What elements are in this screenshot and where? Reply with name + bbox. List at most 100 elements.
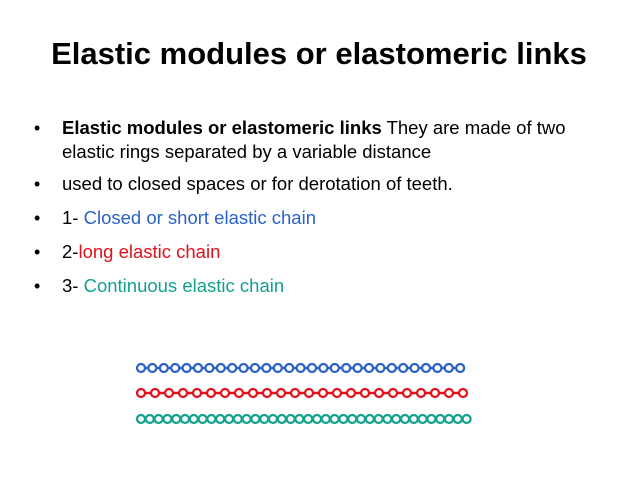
chain-ring xyxy=(387,387,399,399)
bullet-dot: • xyxy=(34,276,41,296)
chain-ring xyxy=(135,413,147,425)
chain-ring xyxy=(338,413,349,425)
chain-ring xyxy=(177,387,189,399)
chain-ring xyxy=(420,362,432,374)
chain-ring xyxy=(329,362,340,374)
bullet-dot: • xyxy=(34,208,41,228)
chain-ring xyxy=(426,413,437,425)
chain-ring xyxy=(452,413,463,425)
chain-ring xyxy=(153,413,164,425)
chain-ring xyxy=(432,362,443,374)
chain-ring xyxy=(320,413,331,425)
closed-elastic-chain-icon xyxy=(135,362,466,374)
chain-ring xyxy=(233,387,245,399)
chain-ring xyxy=(135,387,147,399)
chain-ring xyxy=(331,387,343,399)
bullet-prefix: 1- xyxy=(62,207,84,228)
bullet-item: • used to closed spaces or for derotatio… xyxy=(30,172,620,196)
chain-ring xyxy=(223,413,235,425)
chain-ring xyxy=(267,413,279,425)
chain-ring xyxy=(443,387,455,399)
chain-ring xyxy=(409,362,420,374)
chain-ring xyxy=(289,387,301,399)
chain-ring xyxy=(457,387,469,399)
chain-ring xyxy=(158,362,169,374)
chain-ring xyxy=(170,362,181,374)
chain-ring xyxy=(359,387,371,399)
chain-ring xyxy=(306,362,318,374)
long-elastic-chain-icon xyxy=(135,387,469,399)
continuous-elastic-chain-icon xyxy=(135,413,472,425)
chain-ring xyxy=(429,387,441,399)
chain-ring xyxy=(162,413,173,425)
continuous-chain-label: Continuous elastic chain xyxy=(83,275,285,296)
bullet-item: • 3- Continuous elastic chain xyxy=(30,274,620,298)
elastic-chains-illustration xyxy=(135,362,472,425)
chain-ring xyxy=(250,413,261,425)
bullet-dot: • xyxy=(34,174,41,194)
chain-ring xyxy=(219,387,231,399)
chain-ring xyxy=(232,413,243,425)
chain-ring xyxy=(276,413,287,425)
chain-ring xyxy=(179,413,191,425)
chain-ring xyxy=(415,387,427,399)
chain-ring xyxy=(391,413,402,425)
chain-ring xyxy=(399,413,411,425)
chain-ring xyxy=(215,413,226,425)
chain-ring xyxy=(303,413,314,425)
bullet-list: • Elastic modules or elastomeric links T… xyxy=(30,116,620,308)
chain-ring xyxy=(347,413,358,425)
bullet-prefix: 2- xyxy=(62,241,79,262)
chain-ring xyxy=(303,387,315,399)
chain-ring xyxy=(261,362,272,374)
chain-ring xyxy=(373,387,385,399)
chain-ring xyxy=(355,413,367,425)
chain-ring xyxy=(329,413,340,425)
chain-ring xyxy=(373,413,384,425)
chain-ring xyxy=(147,362,158,374)
chain-ring xyxy=(261,387,273,399)
chain-ring xyxy=(386,362,397,374)
chain-ring xyxy=(401,387,413,399)
chain-ring xyxy=(375,362,386,374)
bullet-text: They are made of two elastic rings separ… xyxy=(62,117,566,162)
chain-ring xyxy=(352,362,363,374)
chain-ring xyxy=(171,413,182,425)
bullet-dot: • xyxy=(34,118,41,138)
chain-ring xyxy=(461,413,472,425)
bullet-text: used to closed spaces or for derotation … xyxy=(62,173,453,194)
chain-ring xyxy=(144,413,155,425)
chain-ring xyxy=(275,387,287,399)
chain-ring xyxy=(382,413,393,425)
chain-ring xyxy=(249,362,261,374)
chain-ring xyxy=(398,362,409,374)
chain-ring xyxy=(341,362,352,374)
chain-ring xyxy=(192,362,204,374)
closed-chain-label: Closed or short elastic chain xyxy=(83,207,316,228)
chain-ring xyxy=(272,362,283,374)
chain-ring xyxy=(363,362,375,374)
chain-ring xyxy=(181,362,192,374)
chain-ring xyxy=(364,413,375,425)
chain-ring xyxy=(204,362,215,374)
bullet-prefix: 3- xyxy=(62,275,84,296)
chain-ring xyxy=(238,362,249,374)
long-chain-label: long elastic chain xyxy=(78,241,221,262)
chain-ring xyxy=(259,413,270,425)
chain-ring xyxy=(205,387,217,399)
chain-ring xyxy=(417,413,428,425)
bullet-item: • 1- Closed or short elastic chain xyxy=(30,206,620,230)
bullet-lead-text: Elastic modules or elastomeric links xyxy=(62,117,382,138)
chain-ring xyxy=(191,387,203,399)
chain-ring xyxy=(149,387,161,399)
chain-ring xyxy=(455,362,466,374)
chain-ring xyxy=(317,387,329,399)
chain-ring xyxy=(163,387,175,399)
chain-ring xyxy=(345,387,357,399)
chain-ring xyxy=(241,413,252,425)
chain-ring xyxy=(284,362,295,374)
bullet-item: • 2-long elastic chain xyxy=(30,240,620,264)
chain-ring xyxy=(318,362,329,374)
chain-ring xyxy=(435,413,446,425)
chain-ring xyxy=(443,413,455,425)
